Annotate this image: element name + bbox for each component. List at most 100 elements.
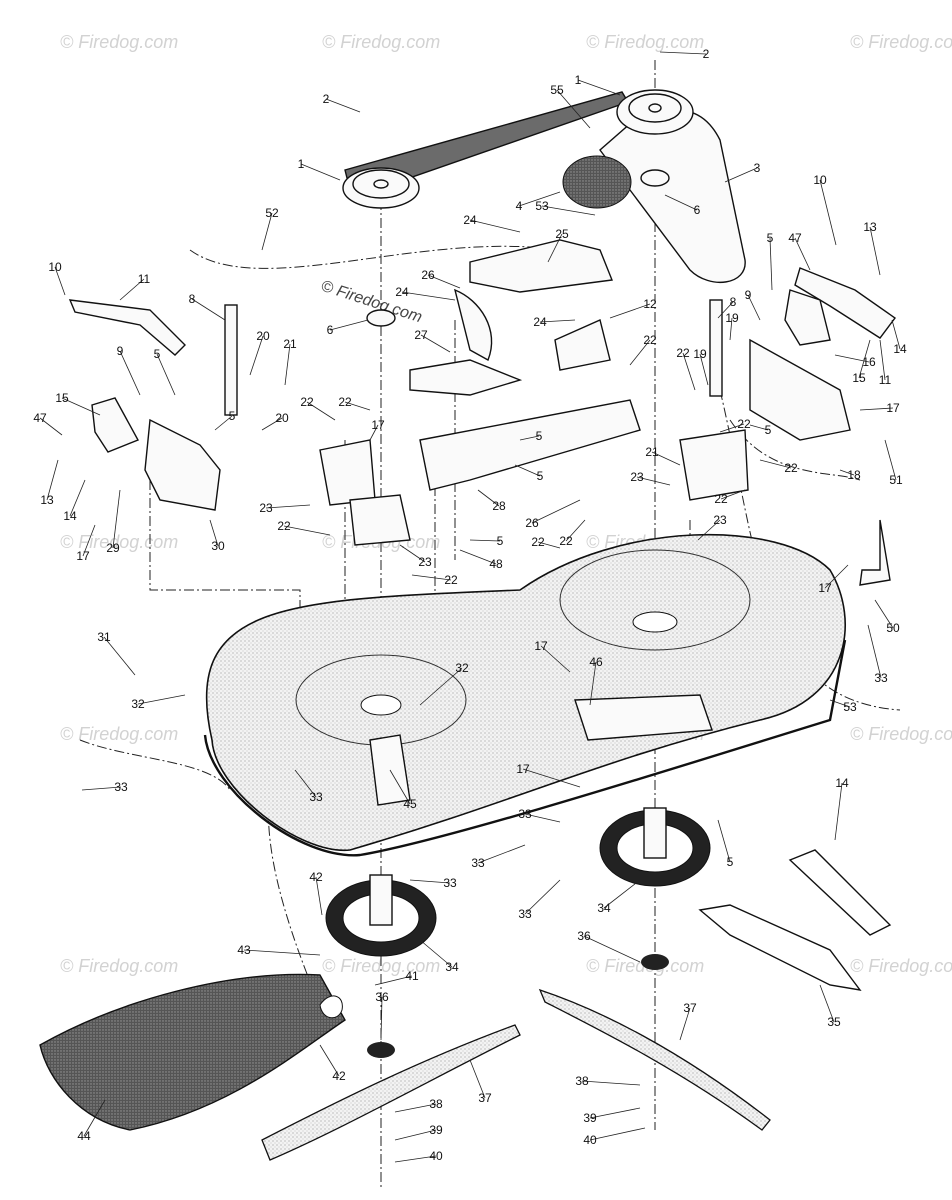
callout-number: 22 — [300, 395, 314, 409]
callout-number: 48 — [489, 557, 503, 571]
leader-line — [834, 782, 843, 841]
leader-line — [394, 1155, 437, 1163]
callout-number: 22 — [559, 534, 573, 548]
leader-line — [39, 417, 63, 436]
leader-line — [717, 301, 734, 319]
callout-number: 16 — [862, 355, 876, 369]
watermark-text: © Firedog.com — [60, 724, 178, 744]
leader-line — [283, 525, 331, 536]
callout-number: 14 — [835, 776, 849, 790]
leader-line — [603, 879, 641, 909]
callout-number: 17 — [534, 639, 548, 653]
belt-drive-assembly — [342, 89, 746, 327]
leader-line — [747, 294, 761, 321]
watermark-text: © Firedog.com — [850, 32, 952, 52]
leader-line — [729, 317, 733, 341]
callout-number: 6 — [694, 203, 701, 217]
callout-number: 36 — [577, 929, 591, 943]
callout-number: 17 — [76, 549, 90, 563]
leader-line — [659, 51, 707, 55]
leader-line — [664, 194, 698, 211]
leader-line — [547, 233, 563, 263]
leader-line — [477, 844, 526, 864]
leader-line — [867, 624, 882, 679]
callout-number: 1 — [298, 157, 305, 171]
callout-number: 22 — [338, 395, 352, 409]
watermark-text: © Firedog.com — [322, 32, 440, 52]
leader-line — [699, 353, 709, 386]
callout-number: 38 — [429, 1097, 443, 1111]
callout-number: 23 — [418, 555, 432, 569]
leader-line — [411, 574, 452, 581]
callout-number: 37 — [478, 1091, 492, 1105]
leader-line — [891, 319, 901, 350]
callout-number: 36 — [375, 990, 389, 1004]
leader-line — [879, 339, 886, 381]
callout-number: 51 — [889, 473, 903, 487]
leader-line — [589, 1127, 646, 1141]
leader-line — [577, 79, 621, 96]
leader-line — [419, 667, 463, 706]
leader-line — [156, 353, 176, 396]
leader-line — [874, 599, 894, 629]
callout-number: 9 — [117, 344, 124, 358]
leader-line — [419, 939, 453, 968]
leader-line — [697, 519, 721, 541]
leader-line — [249, 335, 264, 376]
leader-line — [427, 274, 461, 289]
leader-line — [369, 424, 379, 441]
callout-number: 53 — [843, 700, 857, 714]
callout-number: 33 — [518, 907, 532, 921]
watermark-text: © Firedog.com — [586, 32, 704, 52]
callout-number: 33 — [309, 790, 323, 804]
callout-number: 24 — [463, 213, 477, 227]
leader-line — [724, 167, 758, 183]
callout-number: 20 — [256, 329, 270, 343]
callout-number: 26 — [525, 516, 539, 530]
watermark-text: © Firedog.com — [850, 724, 952, 744]
callout-number: 32 — [131, 697, 145, 711]
callout-number: 47 — [788, 231, 802, 245]
leader-line — [214, 415, 233, 431]
leader-line — [119, 278, 145, 301]
callout-number: 5 — [229, 409, 236, 423]
callout-number: 30 — [211, 539, 225, 553]
callout-number: 22 — [737, 417, 751, 431]
leader-line — [409, 879, 451, 884]
leader-line — [315, 876, 323, 916]
leader-line — [531, 499, 581, 524]
callout-number: 40 — [583, 1133, 597, 1147]
leader-line — [380, 996, 383, 1041]
callout-number: 22 — [444, 573, 458, 587]
callout-number: 22 — [784, 461, 798, 475]
callout-number: 4 — [516, 199, 523, 213]
leader-line — [103, 636, 136, 676]
callout-number: 46 — [589, 655, 603, 669]
leader-line — [537, 541, 561, 549]
callout-number: 38 — [575, 1074, 589, 1088]
callout-number: 13 — [863, 220, 877, 234]
callout-number: 14 — [63, 509, 77, 523]
leader-line — [629, 339, 651, 366]
callout-number: 5 — [765, 423, 772, 437]
leader-line — [884, 439, 897, 481]
callout-number: 34 — [597, 901, 611, 915]
leader-line — [539, 319, 576, 323]
callout-number: 39 — [583, 1111, 597, 1125]
callout-number: 44 — [77, 1129, 91, 1143]
leader-line — [794, 237, 811, 271]
callout-number: 50 — [886, 621, 900, 635]
callout-number: 8 — [730, 295, 737, 309]
callout-number: 9 — [745, 288, 752, 302]
leader-line — [759, 459, 792, 469]
callout-number: 23 — [630, 470, 644, 484]
callout-number: 17 — [516, 762, 530, 776]
leader-line — [682, 352, 696, 391]
leader-line — [374, 975, 413, 986]
leader-line — [541, 205, 596, 216]
leader-line — [519, 435, 540, 441]
callout-number: 17 — [886, 401, 900, 415]
callout-number: 24 — [395, 285, 409, 299]
callout-number: 22 — [277, 519, 291, 533]
callout-number: 53 — [535, 199, 549, 213]
